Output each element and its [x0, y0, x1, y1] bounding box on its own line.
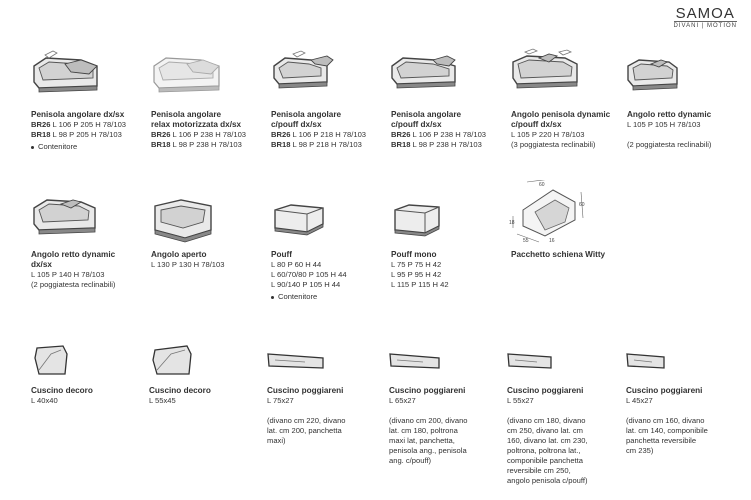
item-cuscino-decoro-40: Cuscino decoro L 40x40	[31, 386, 149, 406]
item-dims: BR26 L 106 P 238 H 78/103	[151, 130, 247, 139]
brand-name: SAMOA	[675, 5, 735, 22]
item-cuscino-poggiareni-45: Cuscino poggiareni L 45x27 (divano cm 16…	[626, 386, 744, 456]
item-dims: L 75 P 75 H 42 L 95 P 95 H 42 L 115 P 11…	[391, 260, 449, 289]
item-cuscino-poggiareni-65: Cuscino poggiareni L 65x27 (divano cm 20…	[389, 386, 507, 466]
item-dims: L 130 P 130 H 78/103	[151, 260, 225, 269]
item-dims: L 40x40	[31, 396, 58, 405]
item-dims: BR18 L 98 P 238 H 78/103	[391, 140, 482, 149]
item-dims: L 55x45	[149, 396, 176, 405]
angolo-retto-dxsx-illustration	[31, 194, 101, 238]
cuscino-poggiareni-55-illustration	[505, 350, 555, 372]
item-dims: BR26 L 106 P 238 H 78/103	[391, 130, 487, 139]
item-cuscino-poggiareni-55: Cuscino poggiareni L 55x27 (divano cm 18…	[507, 386, 625, 486]
witty-label: 18	[509, 220, 515, 226]
item-angolo-retto-dynamic-dxsx: Angolo retto dynamic dx/sx L 105 P 140 H…	[31, 250, 149, 290]
witty-label: 60	[539, 182, 545, 188]
angolo-retto-dynamic-illustration	[625, 54, 681, 94]
angolo-penisola-dynamic-illustration	[509, 46, 581, 92]
penisola-pouff-2-illustration	[389, 48, 461, 92]
item-name: Angolo retto dynamic dx/sx	[31, 250, 116, 269]
item-cuscino-poggiareni-75: Cuscino poggiareni L 75x27 (divano cm 22…	[267, 386, 385, 446]
item-name: Angolo aperto	[151, 250, 207, 259]
item-dims: L 45x27 (divano cm 160, divano lat. cm 1…	[626, 396, 708, 455]
item-pouff-mono: Pouff mono L 75 P 75 H 42 L 95 P 95 H 42…	[391, 250, 509, 290]
brand-tagline: DIVANI | MOTION	[673, 21, 737, 29]
brand-logo: SAMOA DIVANI | MOTION	[673, 5, 737, 29]
item-dims: BR26 L 106 P 218 H 78/103	[271, 130, 367, 139]
item-pouff: Pouff L 80 P 60 H 44 L 60/70/80 P 105 H …	[271, 250, 389, 302]
item-dims: BR18 L 98 P 218 H 78/103	[271, 140, 362, 149]
item-dims: BR18 L 98 P 238 H 78/103	[151, 140, 242, 149]
cuscino-decoro-40-illustration	[31, 344, 71, 378]
angolo-aperto-illustration	[151, 196, 217, 244]
witty-label: 55	[523, 238, 529, 244]
penisola-relax-illustration	[151, 46, 223, 94]
cuscino-poggiareni-45-illustration	[624, 350, 668, 372]
item-name: Penisola angolare c/pouff dx/sx	[391, 110, 462, 129]
item-name: Angolo penisola dynamic c/pouff dx/sx	[511, 110, 611, 129]
item-name: Penisola angolare relax motorizzata dx/s…	[151, 110, 242, 129]
item-dims: L 80 P 60 H 44 L 60/70/80 P 105 H 44 L 9…	[271, 260, 347, 289]
item-name: Angolo retto dynamic	[627, 110, 712, 119]
pacchetto-schiena-illustration: 60 60 18 55 16	[509, 180, 589, 244]
item-name: Cuscino poggiareni	[267, 386, 344, 395]
penisola-angolare-illustration	[31, 46, 103, 94]
item-name: Pouff mono	[391, 250, 437, 259]
item-dims: L 55x27 (divano cm 180, divano cm 250, d…	[507, 396, 588, 485]
item-dims: L 75x27 (divano cm 220, divano lat. cm 2…	[267, 396, 346, 445]
item-dims: BR18 L 98 P 205 H 78/103	[31, 130, 122, 139]
item-dims: L 105 P 140 H 78/103 (2 poggiatesta recl…	[31, 270, 116, 289]
item-name: Penisola angolare c/pouff dx/sx	[271, 110, 342, 129]
cuscino-poggiareni-65-illustration	[387, 350, 443, 372]
cuscino-poggiareni-75-illustration	[265, 350, 327, 372]
item-dims: L 65x27 (divano cm 200, divano lat. cm 1…	[389, 396, 468, 465]
item-penisola-pouff-2: Penisola angolare c/pouff dx/sx BR26 L 1…	[391, 110, 509, 150]
item-name: Cuscino poggiareni	[507, 386, 584, 395]
item-cuscino-decoro-55: Cuscino decoro L 55x45	[149, 386, 267, 406]
item-angolo-aperto: Angolo aperto L 130 P 130 H 78/103	[151, 250, 269, 270]
item-penisola-angolare: Penisola angolare dx/sx BR26 L 106 P 205…	[31, 110, 149, 152]
item-name: Cuscino poggiareni	[389, 386, 466, 395]
item-pacchetto-schiena: Pacchetto schiena Witty	[511, 250, 629, 260]
item-name: Penisola angolare dx/sx	[31, 110, 125, 119]
item-angolo-retto-dynamic: Angolo retto dynamic L 105 P 105 H 78/10…	[627, 110, 745, 150]
pouff-illustration	[271, 202, 327, 236]
item-dims: L 105 P 105 H 78/103 (2 poggiatesta recl…	[627, 120, 712, 149]
item-name: Pouff	[271, 250, 292, 259]
item-name: Cuscino decoro	[31, 386, 93, 395]
item-name: Cuscino decoro	[149, 386, 211, 395]
contenitore-note: Contenitore	[271, 292, 389, 302]
pouff-mono-illustration	[391, 202, 443, 238]
item-dims: BR26 L 106 P 205 H 78/103	[31, 120, 127, 129]
item-penisola-pouff-1: Penisola angolare c/pouff dx/sx BR26 L 1…	[271, 110, 389, 150]
item-name: Pacchetto schiena Witty	[511, 250, 606, 259]
penisola-pouff-illustration	[271, 48, 343, 92]
witty-label: 60	[579, 202, 585, 208]
item-dims: L 105 P 220 H 78/103 (3 poggiatesta recl…	[511, 130, 596, 149]
cuscino-decoro-55-illustration	[149, 344, 195, 378]
witty-label: 16	[549, 238, 555, 244]
item-name: Cuscino poggiareni	[626, 386, 703, 395]
contenitore-note: Contenitore	[31, 142, 149, 152]
item-angolo-penisola-dynamic: Angolo penisola dynamic c/pouff dx/sx L …	[511, 110, 629, 150]
item-penisola-relax: Penisola angolare relax motorizzata dx/s…	[151, 110, 269, 150]
